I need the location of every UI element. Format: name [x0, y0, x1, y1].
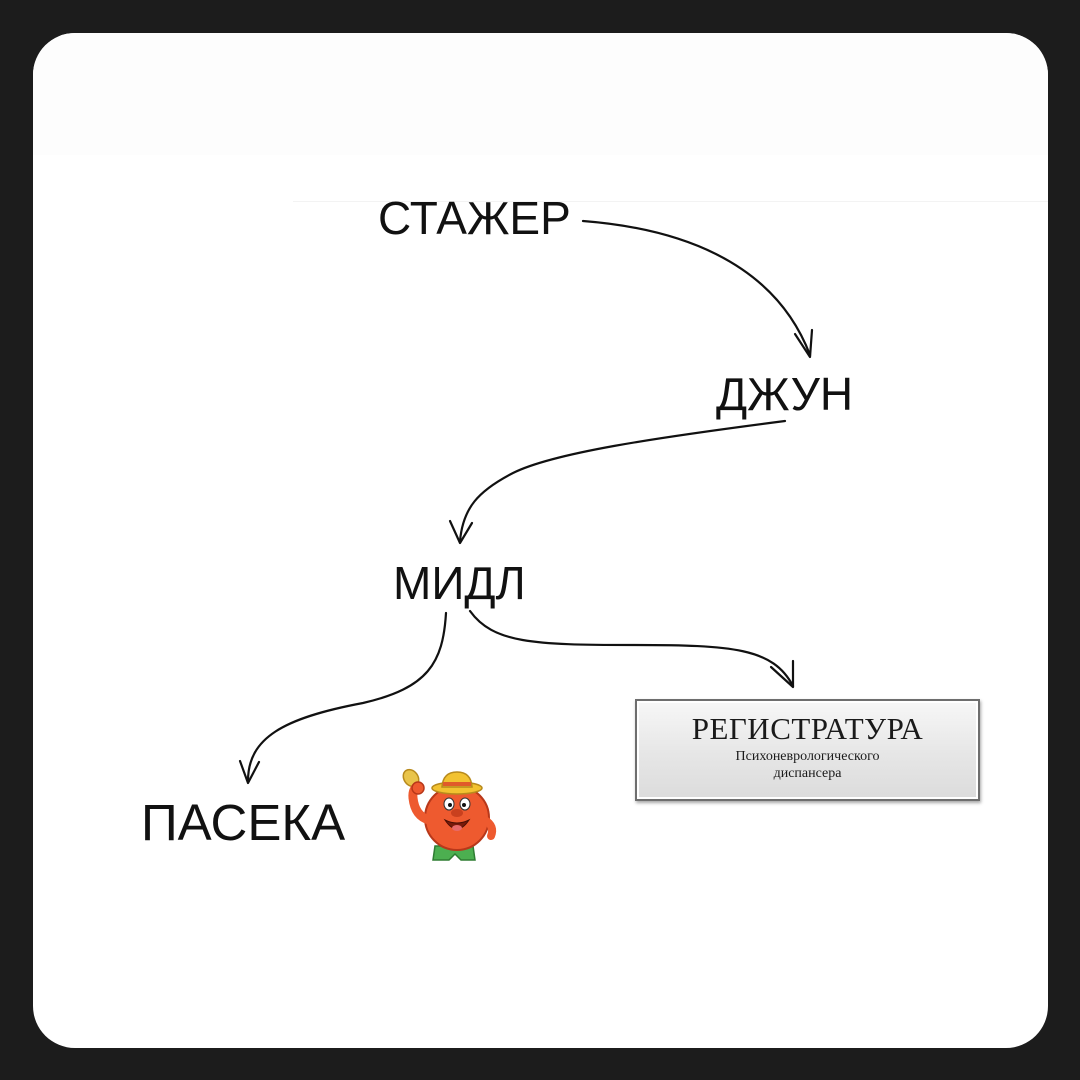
edge-midl-paseka	[246, 611, 448, 783]
registratura-sign: РЕГИСТРАТУРА Психоневрологического диспа…	[635, 699, 980, 801]
arrowhead-paseka	[238, 759, 261, 785]
node-midl: МИДЛ	[393, 557, 526, 609]
sign-subtitle-line2: диспансера	[773, 766, 842, 781]
arrowhead-dzhun	[793, 328, 814, 359]
edge-midl-registratura	[468, 609, 795, 688]
kopatych-smesharik-icon	[402, 768, 497, 861]
edges	[238, 219, 814, 785]
sign-subtitle-line1: Психоневрологического	[735, 749, 880, 764]
divider	[293, 201, 1048, 202]
node-paseka: ПАСЕКА	[141, 794, 346, 851]
node-stazher: СТАЖЕР	[378, 192, 571, 244]
node-dzhun: ДЖУН	[716, 368, 854, 420]
sign-title: РЕГИСТРАТУРА	[691, 711, 924, 746]
arrowhead-registratura	[769, 659, 795, 689]
arrowhead-midl	[448, 519, 474, 545]
edge-stazher-dzhun	[581, 219, 812, 357]
background-band	[33, 33, 1048, 155]
meme-card: СТАЖЕР ДЖУН МИДЛ ПАСЕКА РЕГИСТРАТУРА Пси…	[33, 33, 1048, 1048]
edge-dzhun-midl	[458, 419, 787, 543]
